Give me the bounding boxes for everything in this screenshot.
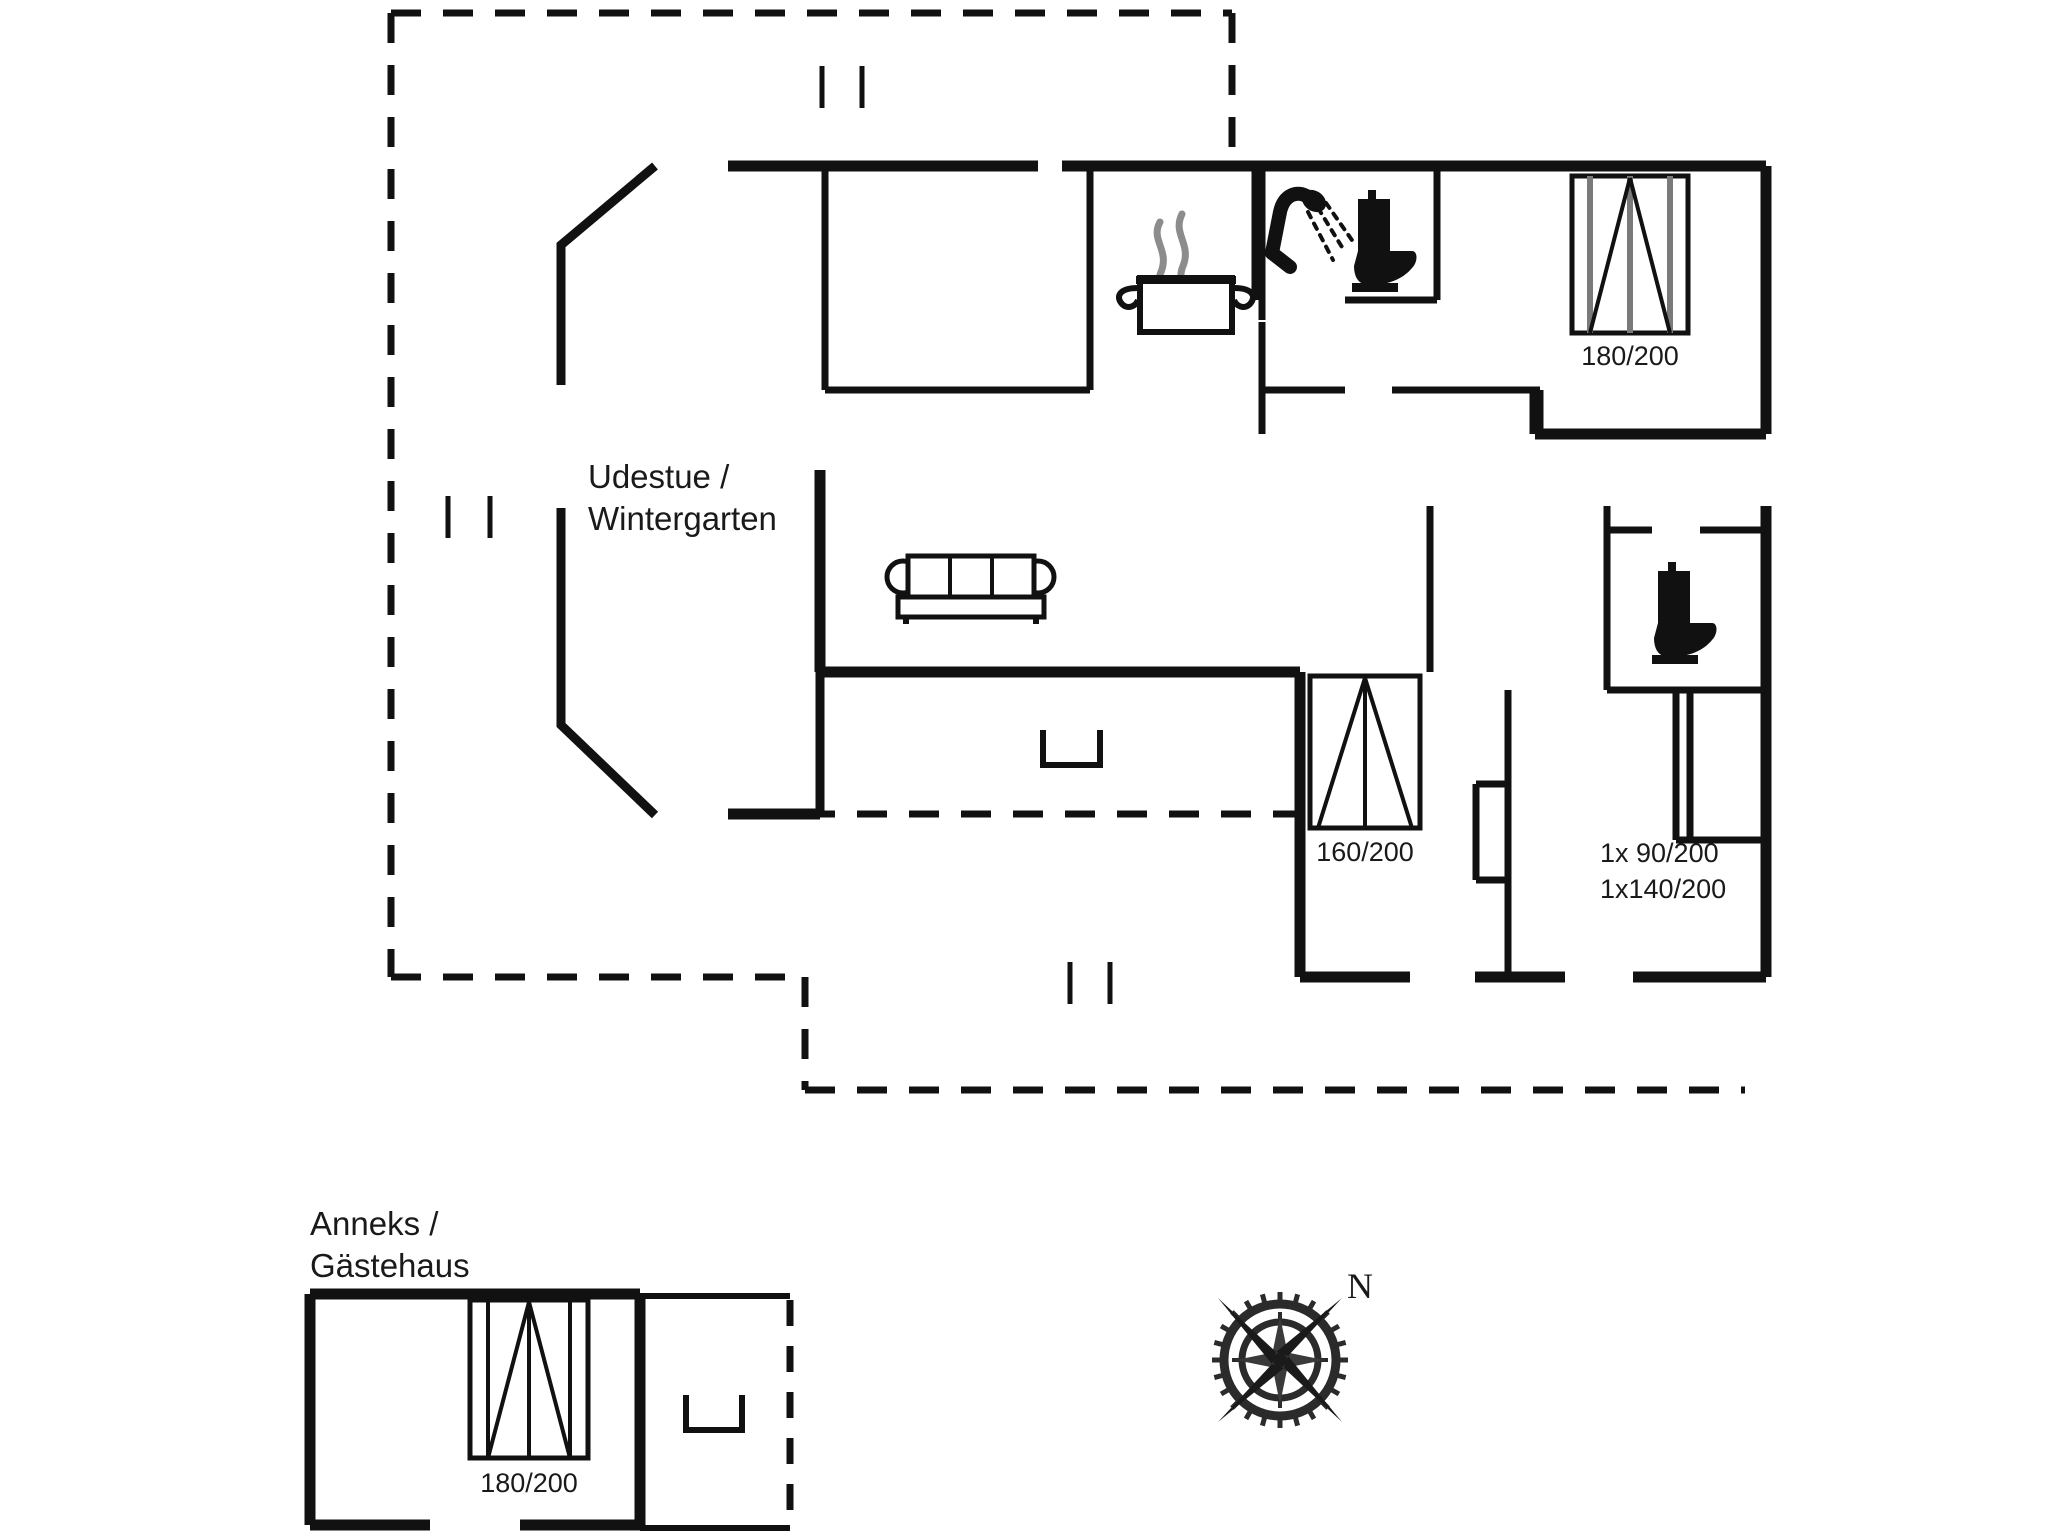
conservatory-label-line-1: Udestue / bbox=[588, 458, 730, 495]
bed-180-200-annex: 180/200 bbox=[467, 1297, 591, 1498]
terrace-outline bbox=[387, 9, 1745, 1094]
bed-dimension-label: 180/200 bbox=[480, 1468, 578, 1498]
bed-180-200-upper: 180/200 bbox=[1569, 173, 1691, 371]
compass-rose-icon: N bbox=[1212, 1266, 1373, 1428]
interior-partitions bbox=[821, 166, 1770, 977]
annex-label-line-1: Anneks / bbox=[310, 1205, 439, 1242]
annex-block: Anneks / Gästehaus 180/ bbox=[304, 1205, 794, 1531]
step-symbol-living bbox=[1040, 730, 1103, 768]
conservatory-label-line-2: Wintergarten bbox=[588, 500, 777, 537]
step-symbol-annex bbox=[683, 1395, 745, 1433]
main-house-walls bbox=[728, 160, 1772, 983]
annex-label-line-2: Gästehaus bbox=[310, 1247, 470, 1284]
shower-icon bbox=[1265, 186, 1356, 274]
toilet-icon bbox=[1352, 190, 1417, 292]
toilet-icon-2 bbox=[1652, 562, 1717, 664]
bed-note-line-1: 1x 90/200 bbox=[1600, 838, 1719, 868]
sofa-icon bbox=[884, 553, 1057, 624]
bed-dimension-label: 180/200 bbox=[1581, 341, 1679, 371]
bed-dimension-label: 160/200 bbox=[1316, 837, 1414, 867]
window-marks bbox=[445, 66, 1113, 1004]
compass-north-label: N bbox=[1347, 1266, 1373, 1306]
bed-160-200-center: 160/200 bbox=[1307, 673, 1423, 867]
bed-notes-right: 1x 90/200 1x140/200 bbox=[1600, 838, 1726, 904]
conservatory-label: Udestue / Wintergarten bbox=[588, 458, 777, 537]
cooking-pot-icon bbox=[1116, 210, 1256, 335]
bed-note-line-2: 1x140/200 bbox=[1600, 874, 1726, 904]
